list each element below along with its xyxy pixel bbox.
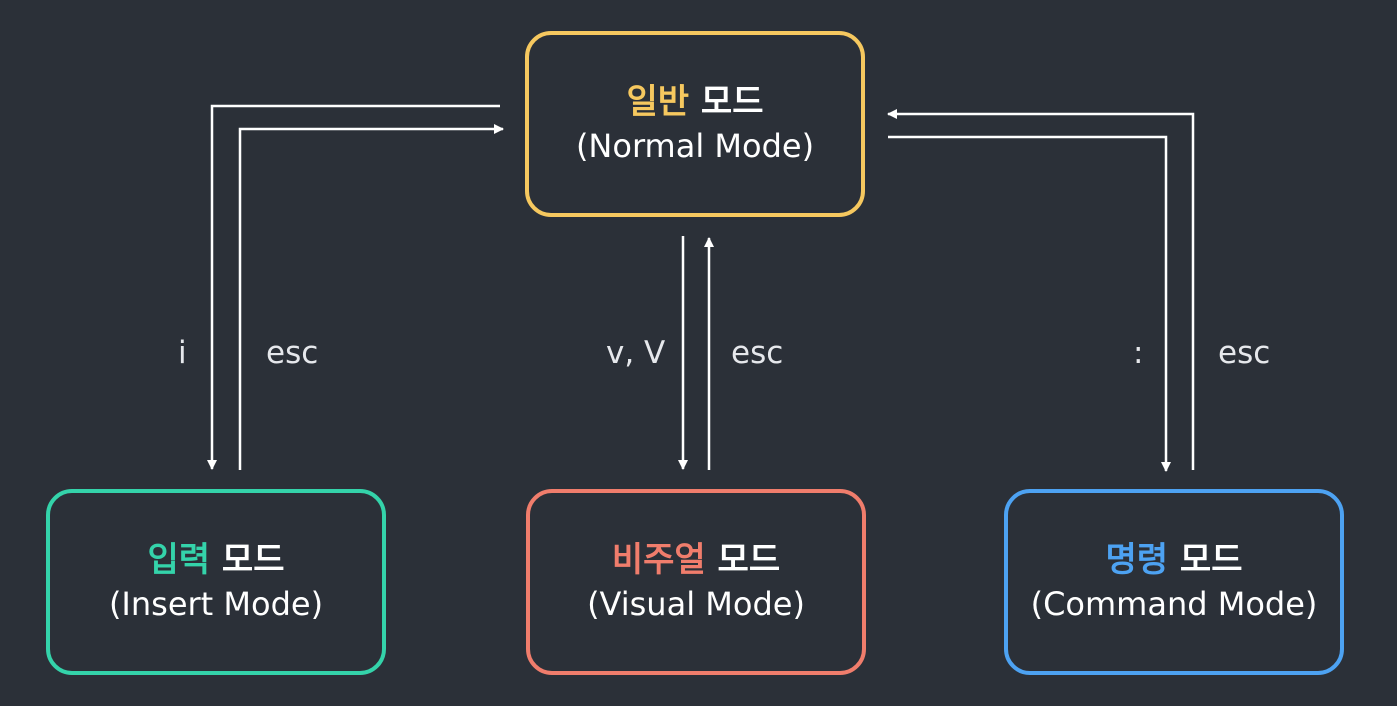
insert-mode-box: 입력 모드 (Insert Mode) — [46, 489, 386, 675]
arrow-normal-to-insert — [207, 104, 500, 470]
normal-mode-box: 일반 모드 (Normal Mode) — [525, 31, 865, 217]
normal-mode-suffix: 모드 — [689, 82, 764, 123]
command-mode-english: (Command Mode) — [1030, 584, 1318, 623]
insert-mode-highlight: 입력 — [147, 540, 211, 581]
normal-mode-english: (Normal Mode) — [575, 126, 815, 165]
visual-mode-english: (Visual Mode) — [587, 584, 805, 623]
visual-mode-box: 비주얼 모드 (Visual Mode) — [526, 489, 866, 675]
normal-mode-title: 일반 모드 — [627, 80, 764, 124]
label-to-visual: v, V — [606, 335, 666, 371]
label-from-insert: esc — [266, 335, 319, 371]
insert-mode-english: (Insert Mode) — [108, 584, 324, 623]
label-from-visual: esc — [731, 335, 784, 371]
arrow-insert-to-normal — [238, 124, 504, 470]
visual-mode-highlight: 비주얼 — [611, 540, 706, 581]
command-mode-box: 명령 모드 (Command Mode) — [1004, 489, 1344, 675]
command-mode-title: 명령 모드 — [1106, 538, 1243, 582]
arrow-command-to-normal — [887, 109, 1195, 470]
arrow-normal-to-command — [888, 135, 1171, 472]
visual-mode-title: 비주얼 모드 — [612, 538, 780, 582]
label-to-insert: i — [178, 335, 187, 371]
normal-mode-highlight: 일반 — [626, 82, 690, 123]
label-to-command: : — [1133, 335, 1144, 371]
label-from-command: esc — [1218, 335, 1271, 371]
command-mode-suffix: 모드 — [1168, 540, 1243, 581]
command-mode-highlight: 명령 — [1105, 540, 1169, 581]
insert-mode-suffix: 모드 — [210, 540, 285, 581]
insert-mode-title: 입력 모드 — [148, 538, 285, 582]
visual-mode-suffix: 모드 — [705, 540, 781, 581]
